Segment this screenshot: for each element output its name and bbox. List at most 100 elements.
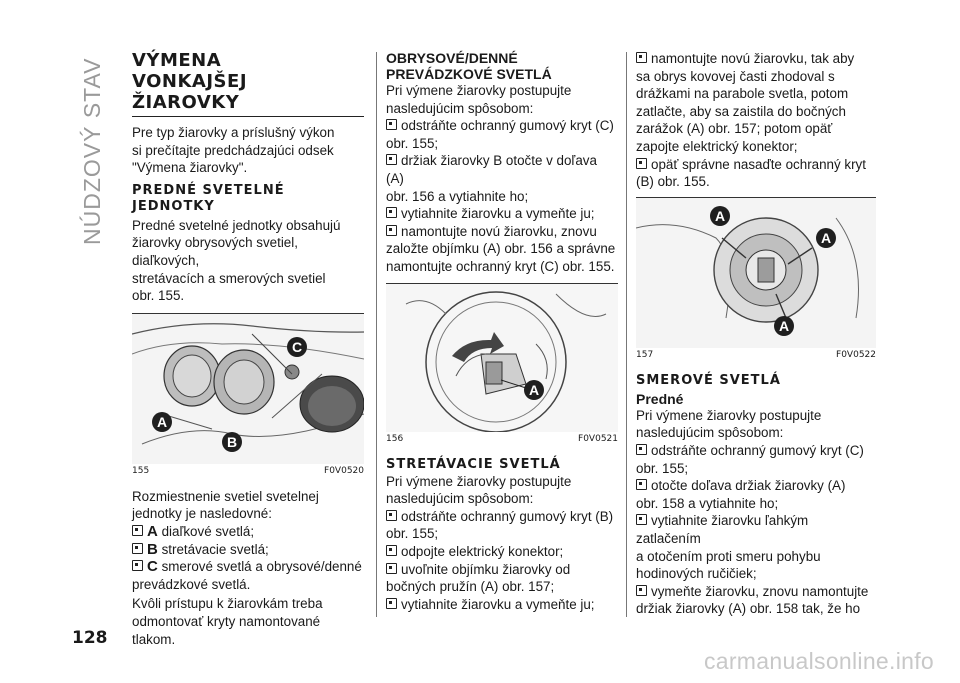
- text-line: žiarovky obrysových svetiel, diaľkových,: [132, 235, 298, 268]
- text-line: Pri výmene žiarovky postupujte: [386, 83, 572, 98]
- text-line: odmontovať kryty namontované: [132, 613, 321, 629]
- bullet-icon: [386, 509, 397, 521]
- figure-155: C A B 155 F0V0520: [132, 312, 364, 477]
- bullet-icon: [636, 443, 647, 455]
- list-item: odstráňte ochranný gumový kryt (C): [636, 442, 876, 460]
- list-item: odstráňte ochranný gumový kryt (B): [386, 508, 618, 526]
- callout-a-bottom: A: [774, 315, 794, 336]
- heading-line: STRETÁVACIE SVETLÁ: [386, 456, 561, 472]
- callout-label: B: [227, 434, 237, 450]
- list-letter: A: [147, 522, 158, 540]
- section-heading: VÝMENA VONKAJŠEJ ŽIAROVKY: [132, 50, 364, 117]
- text-line: obr. 156 a vytiahnite ho;: [386, 188, 529, 204]
- bullet-icon: [386, 224, 397, 236]
- list-item: C smerové svetlá a obrysové/denné: [132, 558, 364, 576]
- paragraph: Predné svetelné jednotky obsahujú žiarov…: [132, 217, 364, 305]
- list-text: namontujte novú žiarovku, znovu: [401, 223, 597, 239]
- text-line: stretávacích a smerových svetiel: [132, 270, 326, 286]
- callout-a-top: A: [710, 205, 730, 226]
- list-text: uvoľnite objímku žiarovky od: [401, 561, 571, 577]
- text-line: nasledujúcim spôsobom:: [636, 425, 784, 441]
- list-item: namontujte novú žiarovku, tak aby: [636, 50, 876, 68]
- figure-code: F0V0520: [324, 465, 364, 476]
- text-line: (B) obr. 155.: [636, 174, 710, 190]
- figure-156: A 156 F0V0521: [386, 282, 618, 445]
- list-item: držiak žiarovky B otočte v doľava (A): [386, 152, 618, 187]
- list-letter: C: [147, 558, 158, 576]
- list-item: opäť správne nasaďte ochranný kryt: [636, 156, 876, 174]
- bullet-icon: [386, 562, 397, 574]
- intro-paragraph: Pre typ žiarovky a príslušný výkon si pr…: [132, 124, 364, 177]
- heading-line: OBRYSOVÉ/DENNÉ: [386, 50, 518, 66]
- step-list: odstráňte ochranný gumový kryt (B) obr. …: [386, 508, 618, 614]
- bullet-icon: [636, 52, 647, 63]
- bullet-icon: [636, 514, 647, 526]
- list-text: diaľkové svetlá;: [161, 523, 255, 539]
- text-line: Kvôli prístupu k žiarovkám treba: [132, 596, 323, 612]
- intro-paragraph: Pri výmene žiarovky postupujte nasledujú…: [636, 407, 876, 442]
- list-text: stretávacie svetlá;: [161, 541, 269, 557]
- bullet-icon: [636, 584, 647, 596]
- bullet-icon: [636, 479, 647, 491]
- text-line: Pre typ žiarovky a príslušný výkon: [132, 125, 335, 140]
- column-divider-2: [626, 52, 627, 617]
- figure-number: 155: [132, 465, 150, 476]
- list-item: B stretávacie svetlá;: [132, 541, 364, 559]
- rotate-arrow-icon: [452, 331, 504, 362]
- heading-line: SMEROVÉ SVETLÁ: [636, 372, 781, 388]
- list-item: odstráňte ochranný gumový kryt (C): [386, 117, 618, 135]
- list-letter: B: [147, 540, 158, 558]
- intro-paragraph: Pri výmene žiarovky postupujte nasledujú…: [386, 473, 618, 508]
- callout-label: A: [157, 414, 167, 430]
- list-text: namontujte novú žiarovku, tak aby: [651, 51, 855, 66]
- bullet-icon: [386, 154, 397, 166]
- watermark: carmanualsonline.info: [703, 648, 934, 674]
- callout-label: A: [529, 382, 539, 398]
- light-list: A diaľkové svetlá; B stretávacie svetlá;…: [132, 523, 364, 593]
- figure-caption: 156 F0V0521: [386, 432, 618, 445]
- text-line: zatlačte, aby sa zaistila do bočných: [636, 103, 846, 119]
- subheading-line: JEDNOTKY: [132, 198, 215, 214]
- intro-paragraph: Pri výmene žiarovky postupujte nasledujú…: [386, 82, 618, 117]
- page-number: 128: [72, 628, 108, 648]
- text-line: zapojte elektrický konektor;: [636, 138, 798, 154]
- list-item: namontujte novú žiarovku, znovu: [386, 223, 618, 241]
- text-line: držiak žiarovky (A) obr. 158 tak, že ho: [636, 601, 861, 617]
- section-side-label: NÚDZOVÝ STAV: [78, 48, 108, 248]
- list-item: vytiahnite žiarovku a vymeňte ju;: [386, 205, 618, 223]
- figure-157: A A A 157 F0V0522: [636, 196, 876, 361]
- step-list: odstráňte ochranný gumový kryt (C) obr. …: [386, 117, 618, 275]
- subheading: PREDNÉ SVETELNÉ JEDNOTKY: [132, 183, 364, 215]
- subheading-line: PREDNÉ SVETELNÉ: [132, 182, 285, 198]
- list-item: vymeňte žiarovku, znovu namontujte: [636, 583, 876, 601]
- heading-line: PREVÁDZKOVÉ SVETLÁ: [386, 66, 552, 82]
- list-text: odstráňte ochranný gumový kryt (C): [401, 118, 614, 134]
- text-line: si prečítajte predchádzajúci odsek: [132, 142, 334, 158]
- text-line: prevádzkové svetlá.: [132, 576, 251, 592]
- text-line: Pri výmene žiarovky postupujte: [386, 473, 572, 489]
- bulb-spring-illustration: A A A: [636, 197, 876, 348]
- list-item: uvoľnite objímku žiarovky od: [386, 561, 618, 579]
- callout-label: A: [821, 230, 831, 246]
- step-list: odstráňte ochranný gumový kryt (C) obr. …: [636, 442, 876, 618]
- list-text: vymeňte žiarovku, znovu namontujte: [651, 583, 869, 599]
- figure-code: F0V0522: [836, 349, 876, 360]
- list-text: odstráňte ochranný gumový kryt (C): [651, 442, 864, 458]
- callout-a: A: [152, 411, 172, 432]
- heading-line: VÝMENA: [132, 50, 222, 71]
- text-line: obr. 158 a vytiahnite ho;: [636, 495, 779, 511]
- heading-line: VONKAJŠEJ: [132, 71, 248, 92]
- section-side-label-svg: NÚDZOVÝ STAV: [79, 58, 105, 246]
- section-heading: STRETÁVACIE SVETLÁ: [386, 457, 618, 473]
- callout-label: A: [715, 208, 725, 224]
- callout-a: A: [524, 379, 544, 400]
- step-list: namontujte novú žiarovku, tak aby sa obr…: [636, 50, 876, 191]
- bulb-holder-illustration: A: [386, 283, 618, 432]
- paragraph: Kvôli prístupu k žiarovkám treba odmonto…: [132, 595, 364, 648]
- figure-caption: 155 F0V0520: [132, 464, 364, 477]
- section-heading: OBRYSOVÉ/DENNÉ PREVÁDZKOVÉ SVETLÁ: [386, 50, 618, 82]
- text-line: obr. 155;: [386, 135, 439, 151]
- heading-line: ŽIAROVKY: [132, 92, 240, 113]
- list-text: vytiahnite žiarovku ľahkým zatlačením: [636, 513, 809, 546]
- bullet-icon: [636, 157, 647, 169]
